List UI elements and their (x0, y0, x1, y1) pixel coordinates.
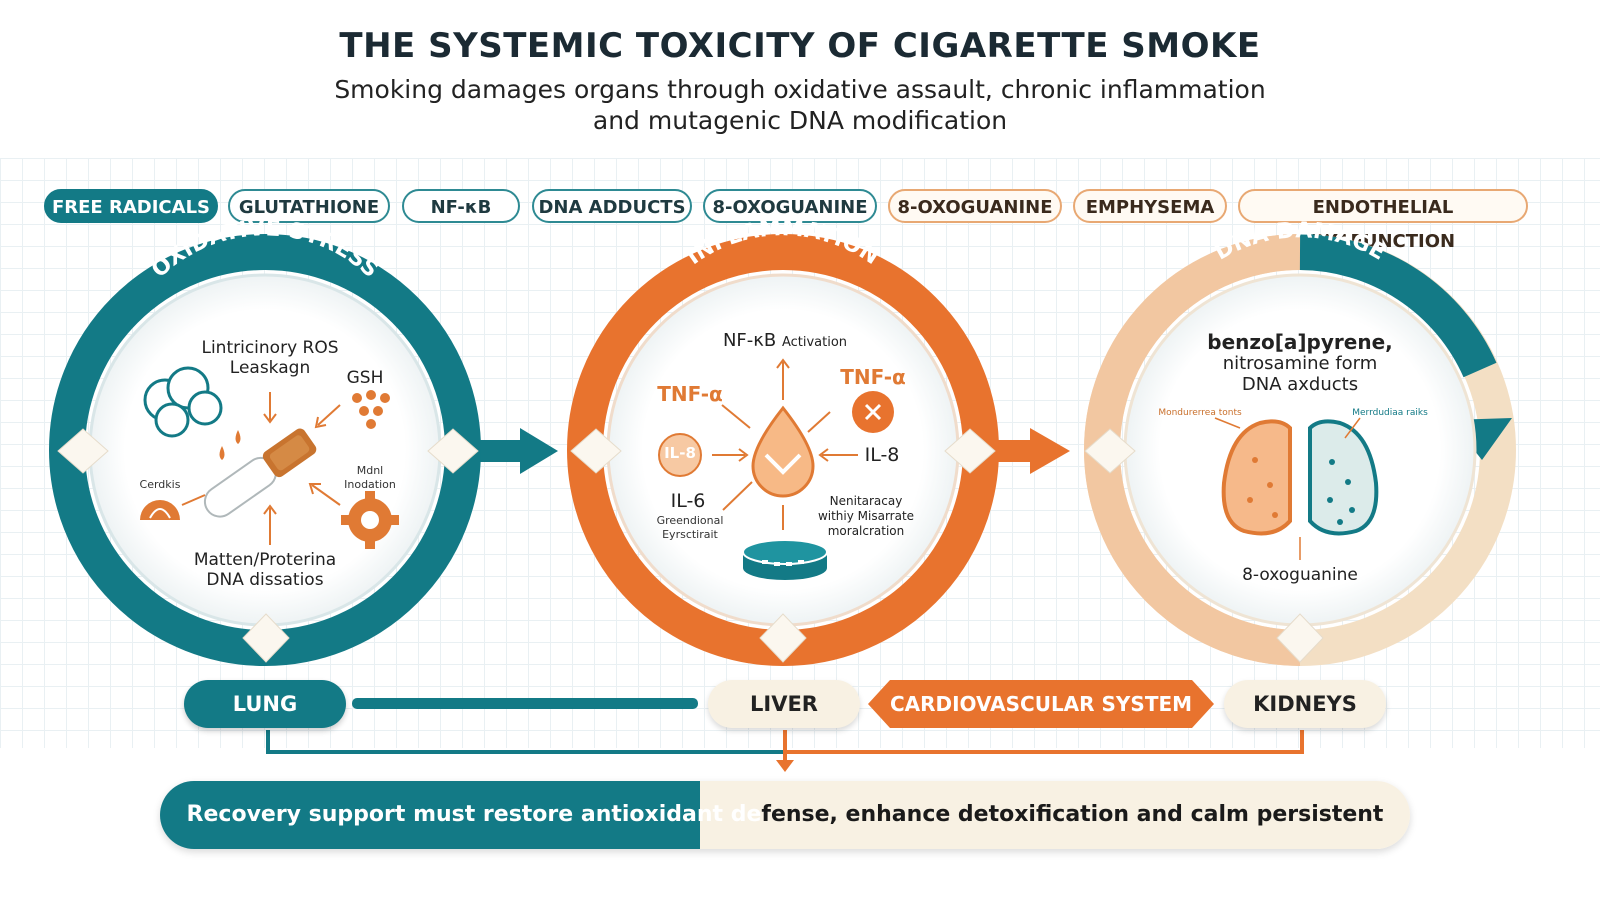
misarrate-note: Nenitaracay withiy Misarrate moralcratio… (806, 494, 926, 539)
organ-liver-pill[interactable]: LIVER (708, 680, 860, 728)
il6-sub-line-2: Eyrsctirait (662, 528, 718, 541)
gear-icon (341, 491, 399, 549)
cigarette-icon (203, 428, 317, 518)
matten-line-1: Matten/Proterina (193, 550, 337, 570)
dna-leader-lines (1214, 417, 1361, 560)
arrow-2-3 (1030, 428, 1070, 474)
droplet-icon (751, 405, 815, 498)
inflammation-arrows (712, 358, 858, 530)
page-subtitle: Smoking damages organs through oxidative… (300, 74, 1300, 136)
tag-glutathione[interactable]: GLUTATHIONE (228, 189, 390, 223)
node-left (570, 428, 622, 474)
page-title: THE SYSTEMIC TOXICITY OF CIGARETTE SMOKE (339, 26, 1261, 66)
circle-oxidative-stress: OXIDATIVE STRESS (49, 216, 481, 666)
connector-2-3 (988, 440, 1038, 462)
ros-label: Lintricinory ROS Leaskagn (190, 338, 350, 378)
arrow-1-2 (520, 428, 558, 474)
lungs-icon (1221, 419, 1379, 536)
organ-cardio-pill[interactable]: CARDIOVASCULAR SYSTEM (868, 680, 1214, 728)
il8-right-label: IL-8 (864, 444, 900, 466)
dna-ring-peach-lower (1084, 449, 1301, 666)
nfkb-main: NF-κB (722, 330, 777, 351)
dna-line-1: benzo[a]pyrene, (1207, 330, 1393, 354)
seed-icon (140, 500, 180, 520)
il8-badge-icon (658, 433, 702, 477)
inodation-label: Mdnl Inodation (335, 464, 405, 492)
drop-icon-2 (219, 446, 225, 460)
node-right (944, 428, 996, 474)
dna-right-small: Merrdudiaa raiks (1352, 408, 1428, 418)
subtitle-line-1: Smoking damages organs through oxidative… (334, 75, 1266, 104)
tag-dna-adducts[interactable]: DNA ADDUCTS (532, 189, 692, 223)
matten-line-2: DNA dissatios (206, 570, 324, 590)
nfkb-activation-label: NF-κB Activation (700, 330, 870, 351)
tag-8-oxoguanine-1[interactable]: 8-OXOGUANINE (703, 189, 877, 223)
inodation-line-1: Mdnl (356, 464, 384, 477)
misarrate-line-2: withiy Misarrate (817, 509, 915, 523)
cardio-shape (868, 680, 1214, 728)
banner-part-2: fense, enhance detoxification and calm p… (761, 802, 1384, 827)
node-left (57, 428, 109, 474)
il8-badge-label: IL-8 (664, 444, 696, 462)
node-bottom (1276, 613, 1324, 663)
dna-ring-peach (1084, 234, 1301, 451)
particles-icon (352, 390, 390, 429)
petri-dish-icon (742, 539, 828, 580)
node-right (427, 428, 479, 474)
circle-inflammation: INFLAMMATION (567, 216, 999, 666)
x-icon (852, 391, 894, 433)
misarrate-line-3: moralcration (827, 524, 905, 538)
organ-kidneys-pill[interactable]: KIDNEYS (1224, 680, 1386, 728)
circle-dna-damage: DNA DAMAGE (1084, 218, 1516, 666)
dna-line-2: nitrosamine form (1222, 353, 1378, 374)
banner-part-1: Recovery support must restore antioxidan… (186, 802, 762, 827)
il6-sub-label: Greendional Eyrsctirait (648, 514, 732, 542)
ros-line-1: Lintricinory ROS (201, 338, 339, 358)
subtitle-line-2: and mutagenic DNA modification (592, 106, 1008, 135)
tnf-right-label: TNF-α (840, 365, 906, 389)
gsh-label: GSH (346, 368, 384, 388)
tnf-left-label: TNF-α (657, 382, 723, 406)
inodation-line-2: Inodation (344, 478, 396, 491)
node-bottom (759, 613, 807, 663)
organ-lung-pill[interactable]: LUNG (184, 680, 346, 728)
dna-adducts-text: benzo[a]pyrene, nitrosamine form DNA axd… (1200, 330, 1400, 396)
node-bottom (242, 613, 290, 663)
cerdkis-label: Cerdkis (139, 478, 181, 491)
dna-ring-teal (1299, 234, 1497, 378)
tag-row: FREE RADICALS GLUTATHIONE NF-κB DNA ADDU… (0, 189, 1600, 252)
oxidative-arrows (181, 392, 341, 545)
organ-connectors (266, 698, 1304, 772)
dna-left-small: Mondurerrea tonts (1158, 408, 1242, 418)
il6-label: IL-6 (670, 490, 706, 512)
misarrate-line-1: Nenitaracay (829, 494, 903, 508)
cloud-icon (143, 366, 223, 438)
connector-1-2 (470, 440, 530, 462)
ros-line-2: Leaskagn (229, 358, 311, 378)
recovery-banner-text: Recovery support must restore antioxidan… (160, 781, 1410, 849)
il6-sub-line-1: Greendional (656, 514, 724, 527)
oxoguanine-label: 8-oxoguanine (1242, 565, 1358, 585)
tag-free-radicals[interactable]: FREE RADICALS (44, 189, 218, 223)
dna-line-3: DNA axducts (1241, 374, 1359, 395)
cardio-label: CARDIOVASCULAR SYSTEM (889, 692, 1193, 716)
tag-nfkb[interactable]: NF-κB (402, 189, 520, 223)
tag-emphysema[interactable]: EMPHYSEMA (1073, 189, 1227, 223)
recovery-banner: Recovery support must restore antioxidan… (160, 781, 1410, 849)
tag-8-oxoguanine-2[interactable]: 8-OXOGUANINE (888, 189, 1062, 223)
drop-icon (235, 430, 241, 444)
nfkb-sub: Activation (781, 335, 848, 350)
node-left (1084, 428, 1136, 474)
matten-label: Matten/Proterina DNA dissatios (180, 550, 350, 590)
